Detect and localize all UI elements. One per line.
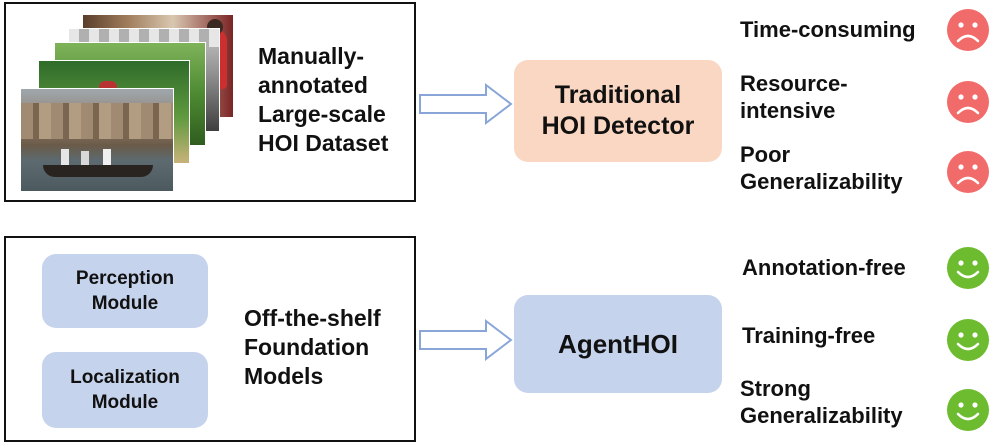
property-resource-intensive: Resource- intensive	[740, 71, 848, 123]
happy-face-icon	[947, 389, 989, 431]
localization-module-box: Localization Module	[42, 352, 208, 428]
sad-face-icon	[947, 9, 989, 51]
agenthoi-box: AgentHOI	[514, 295, 722, 393]
property-annotation-free: Annotation-free	[742, 255, 906, 280]
sad-face-icon	[947, 81, 989, 123]
hoi-dataset-image-stack	[18, 12, 240, 194]
sad-face-icon	[947, 151, 989, 193]
arrow-right-icon	[419, 82, 513, 126]
perception-module-box: Perception Module	[42, 254, 208, 328]
property-strong-generalizability: Strong Generalizability	[740, 376, 903, 428]
traditional-hoi-detector-box: Traditional HOI Detector	[514, 60, 722, 162]
dataset-photo-boat	[20, 88, 174, 192]
happy-face-icon	[947, 319, 989, 361]
arrow-right-icon	[419, 318, 513, 362]
property-poor-generalizability: Poor Generalizability	[740, 142, 903, 194]
property-time-consuming: Time-consuming	[740, 17, 916, 42]
dataset-label: Manually- annotated Large-scale HOI Data…	[258, 43, 389, 156]
foundation-models-label: Off-the-shelf Foundation Models	[244, 305, 381, 389]
property-training-free: Training-free	[742, 323, 876, 348]
happy-face-icon	[947, 247, 989, 289]
